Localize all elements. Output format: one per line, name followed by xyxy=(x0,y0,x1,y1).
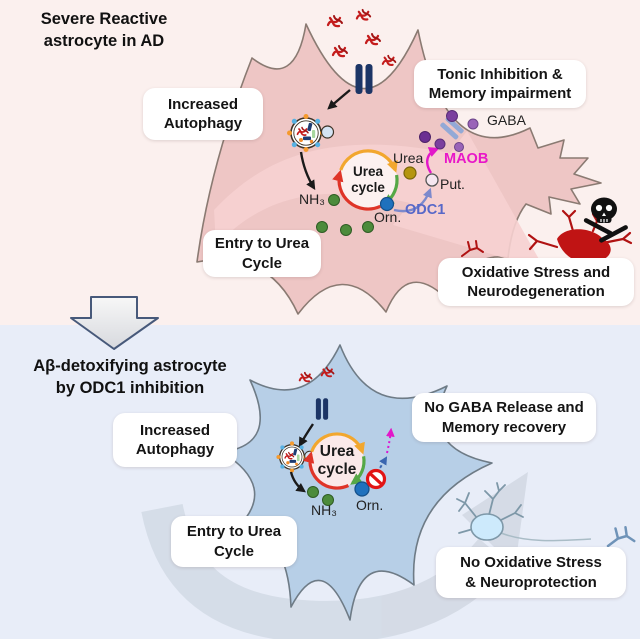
urea-label: Urea xyxy=(393,150,424,166)
putrescine-label: Put. xyxy=(440,176,465,192)
odc1-arrow xyxy=(393,187,432,213)
ammonia-molecule xyxy=(322,494,334,506)
maob-label: MAOB xyxy=(444,151,489,167)
odc1-label: ODC1 xyxy=(405,202,446,218)
arrow-autophagosome-to-ammonia xyxy=(289,471,306,493)
healthy-neuron xyxy=(456,482,592,542)
urea-cycle-label-bottom: Urea cycle xyxy=(317,443,357,478)
gaba-molecule xyxy=(454,142,464,152)
gaba-molecule xyxy=(419,131,431,143)
gaba-label: GABA xyxy=(487,112,526,128)
prohibition-icon xyxy=(365,468,387,490)
ornithine-label-bottom: Orn. xyxy=(356,497,384,513)
panel-transition-arrow xyxy=(70,296,159,350)
urea-molecule xyxy=(403,166,417,180)
ammonia-molecule xyxy=(316,221,328,233)
arrow-channel-to-autophagosome xyxy=(327,89,351,110)
gaba-molecule xyxy=(467,118,479,130)
maob-arrow xyxy=(425,147,440,174)
pink-progression-arrow xyxy=(214,131,545,270)
putrescine-molecule xyxy=(425,173,439,187)
urea-cycle-label-top: Urea cycle xyxy=(351,164,385,195)
blocked-maob-arrow xyxy=(385,427,395,454)
no-oxidative-stress-box: No Oxidative Stress & Neuroprotection xyxy=(436,547,626,598)
increased-autophagy-box-bottom: Increased Autophagy xyxy=(113,413,237,467)
urea-cycle-bottom xyxy=(303,432,366,490)
gaba-molecule xyxy=(434,138,446,150)
bottom-panel-title: Aβ-detoxifying astrocyte by ODC1 inhibit… xyxy=(33,357,227,397)
ammonia-molecule xyxy=(340,224,352,236)
entry-urea-cycle-box-top: Entry to Urea Cycle xyxy=(203,230,321,277)
entry-urea-cycle-box-bottom: Entry to Urea Cycle xyxy=(171,516,297,567)
ornithine-molecule xyxy=(354,481,370,497)
oxidative-stress-box: Oxidative Stress and Neurodegeneration xyxy=(438,258,634,306)
skull-icon xyxy=(583,197,628,243)
top-panel-title: Severe Reactive astrocyte in AD xyxy=(40,10,168,50)
arrow-channel-to-autophagosome xyxy=(298,423,314,448)
ammonia-molecule xyxy=(328,194,340,206)
arrow-autophagosome-to-ammonia xyxy=(299,151,316,191)
gaba-molecule xyxy=(446,110,458,122)
ornithine-label-top: Orn. xyxy=(374,209,402,225)
no-gaba-release-box: No GABA Release and Memory recovery xyxy=(412,393,596,442)
ammonia-label-top: NH₃ xyxy=(299,191,325,207)
increased-autophagy-box-top: Increased Autophagy xyxy=(143,88,263,140)
ammonia-molecule xyxy=(362,221,374,233)
ornithine-molecule xyxy=(379,196,395,212)
ammonia-label-bottom: NH₃ xyxy=(311,502,337,518)
ammonia-molecule xyxy=(307,486,319,498)
tonic-inhibition-box: Tonic Inhibition & Memory impairment xyxy=(414,60,586,108)
